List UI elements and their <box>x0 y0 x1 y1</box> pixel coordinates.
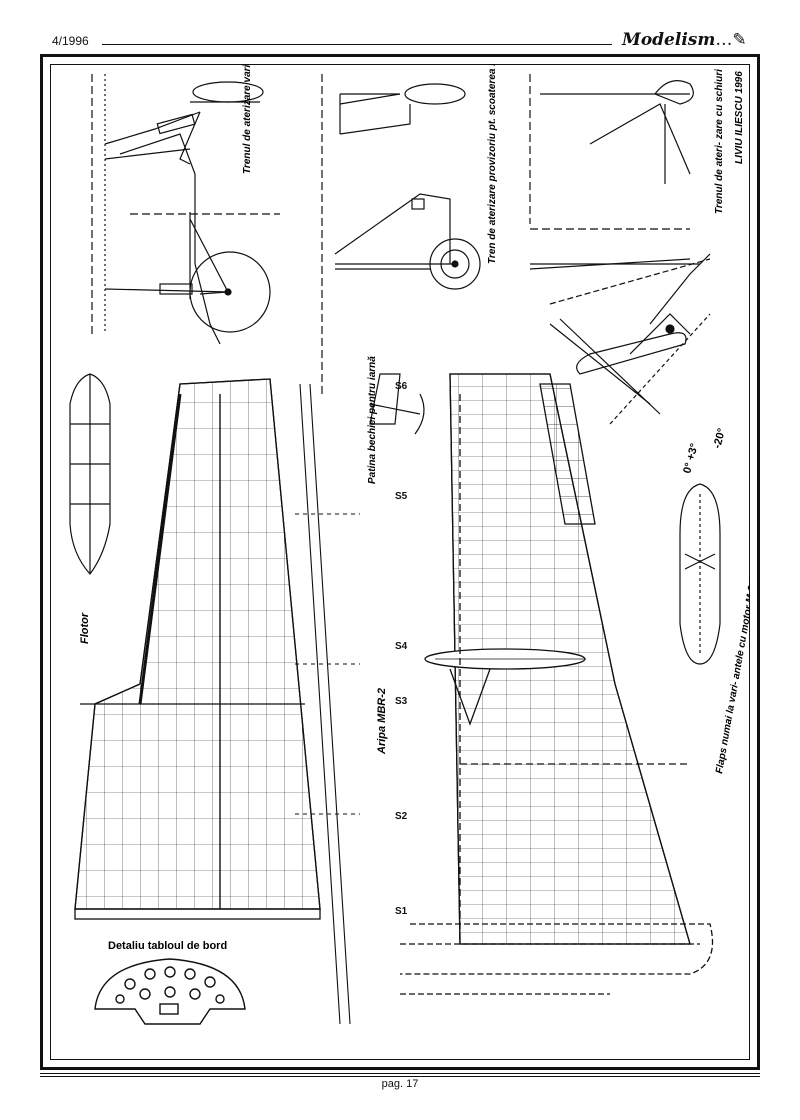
amphibian-gear-label: Trenul de aterizare varianta amfibie <box>242 64 253 174</box>
dashboard-label: Detaliu tabloul de bord <box>108 940 227 952</box>
station-markers: S1 S2 S3 S4 S5 S6 <box>395 381 408 917</box>
angle-minus-label: -20° <box>711 427 728 450</box>
transport-gear-label: Tren de aterizare provizoriu pt. scoater… <box>487 64 498 264</box>
station-s5: S5 <box>395 491 408 502</box>
float-plan-drawing <box>679 483 721 665</box>
angle-plus-label: 0° +3° <box>681 442 700 475</box>
page-number: pag. 17 <box>381 1078 419 1090</box>
drawing-svg: Trenul de aterizare varianta amfibie Tre… <box>69 0 759 1025</box>
wing-edge-strip <box>295 383 360 1025</box>
dashboard-drawing <box>94 958 246 1025</box>
issue-number: 4/1996 <box>52 34 89 48</box>
left-wing-drawing <box>74 378 321 920</box>
station-s1: S1 <box>395 906 408 917</box>
station-s3: S3 <box>395 696 408 707</box>
ski-gear-label: Trenul de ateri- zare cu schiuri <box>714 69 725 214</box>
station-s4: S4 <box>395 641 408 652</box>
amphibian-gear-drawing <box>91 74 280 345</box>
technical-drawing: Trenul de aterizare varianta amfibie Tre… <box>50 0 759 1060</box>
transport-gear-drawing <box>321 74 481 394</box>
winter-skid-drawing <box>369 373 425 435</box>
right-wing-drawing <box>400 373 714 995</box>
wing-title: Aripa MBR-2 <box>376 688 388 755</box>
float-label: Flotor <box>79 612 91 644</box>
page-frame-inner <box>50 64 750 1060</box>
footer-rule-1 <box>40 1073 760 1074</box>
page-frame-outer <box>40 54 760 1070</box>
author-credit: LIVIU ILIESCU 1996 <box>734 71 745 164</box>
footer-rule-2 <box>40 1076 760 1077</box>
float-drawing <box>69 373 111 575</box>
ski-gear-drawing <box>529 74 711 425</box>
station-s6: S6 <box>395 381 408 392</box>
station-s2: S2 <box>395 811 408 822</box>
magazine-logo: Modelism…✎ <box>622 30 747 50</box>
header-rule <box>102 44 612 45</box>
winter-skid-label: Patina bechiei pentru iarnă <box>367 356 378 484</box>
